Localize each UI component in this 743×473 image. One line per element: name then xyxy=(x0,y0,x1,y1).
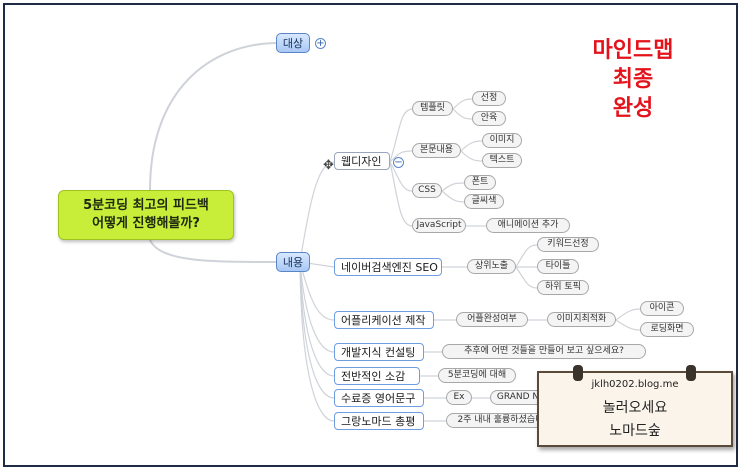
move-handle-icon[interactable]: ✥ xyxy=(323,158,334,173)
branch-app[interactable]: 어플리케이션 제작 xyxy=(334,311,434,329)
sign-peg-right xyxy=(686,365,696,381)
sign-line-1: 놀러오세요 xyxy=(602,400,668,416)
node-keyword-selection[interactable]: 키워드선정 xyxy=(537,237,599,252)
mindmap-final-title: 마인드맵 최종 완성 xyxy=(583,36,683,123)
topic-target[interactable]: 대상 xyxy=(276,33,310,53)
node-icon[interactable]: 아이콘 xyxy=(640,301,684,316)
node-text-color[interactable]: 글씨색 xyxy=(464,194,504,209)
node-about-5min-coding[interactable]: 5분코딩에 대해 xyxy=(438,368,516,383)
node-javascript[interactable]: JavaScript xyxy=(412,218,466,233)
node-select[interactable]: 선정 xyxy=(472,91,506,106)
branch-webdesign[interactable]: 웹디자인 xyxy=(334,152,390,170)
node-ex[interactable]: Ex xyxy=(446,390,472,405)
node-app-completion[interactable]: 어플완성여부 xyxy=(456,312,528,327)
root-line-2: 어떻게 진행해볼까? xyxy=(92,216,200,231)
node-text[interactable]: 텍스트 xyxy=(482,153,522,168)
node-font[interactable]: 폰트 xyxy=(464,175,496,190)
node-top-ranking[interactable]: 상위노출 xyxy=(467,259,516,274)
topic-content[interactable]: 내용 xyxy=(276,252,310,272)
node-future-question[interactable]: 추후에 어떤 것들을 만들어 보고 싶으세요? xyxy=(442,344,646,359)
node-template[interactable]: 템플릿 xyxy=(412,101,453,116)
branch-grand-nomad-summary[interactable]: 그랑노마드 총평 xyxy=(334,412,424,430)
title-line-1: 마인드맵 xyxy=(592,38,674,63)
branch-seo[interactable]: 네이버검색엔진 SEO xyxy=(334,258,442,276)
node-title[interactable]: 타이틀 xyxy=(537,259,579,274)
branch-certificate-english[interactable]: 수료증 영어문구 xyxy=(334,389,424,407)
node-css[interactable]: CSS xyxy=(412,183,442,198)
node-image-optimization[interactable]: 이미지최적화 xyxy=(547,312,616,327)
collapse-minus-icon[interactable]: − xyxy=(393,157,404,168)
title-line-2: 최종 xyxy=(612,67,654,92)
node-sub-topic[interactable]: 하위 토픽 xyxy=(537,280,589,295)
sign-blog-address: jklh0202.blog.me xyxy=(591,379,679,390)
root-line-1: 5분코딩 최고의 피드백 xyxy=(83,198,209,213)
title-line-3: 완성 xyxy=(612,96,654,121)
branch-overall-review[interactable]: 전반적인 소감 xyxy=(334,367,420,385)
sign-line-2: 노마드숲 xyxy=(609,423,661,439)
expand-plus-icon[interactable]: + xyxy=(315,38,326,49)
node-add-animation[interactable]: 애니메이션 추가 xyxy=(486,218,570,233)
branch-consulting[interactable]: 개발지식 컨설팅 xyxy=(334,343,424,361)
sign-peg-left xyxy=(573,365,583,381)
node-loading-screen[interactable]: 로딩화면 xyxy=(640,322,694,337)
node-image[interactable]: 이미지 xyxy=(482,133,522,148)
node-template-item-2[interactable]: 안육 xyxy=(472,111,506,126)
root-topic[interactable]: 5분코딩 최고의 피드백 어떻게 진행해볼까? xyxy=(58,190,234,240)
node-body-content[interactable]: 본문내용 xyxy=(412,143,461,158)
blog-sign: jklh0202.blog.me 놀러오세요 노마드숲 xyxy=(537,365,733,447)
